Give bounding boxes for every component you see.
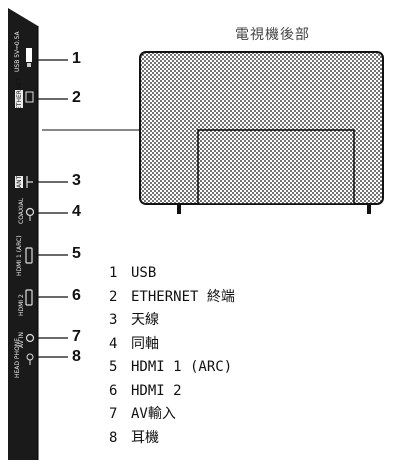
leader-lines bbox=[36, 59, 68, 358]
port-label-coaxial: COAXIAL bbox=[18, 197, 25, 224]
port-label-headphone: HEAD PHONE bbox=[14, 337, 21, 378]
coaxial-port bbox=[25, 207, 35, 221]
callout-7: 7 bbox=[72, 328, 81, 345]
ant-port bbox=[15, 176, 33, 188]
side-panel-strip bbox=[8, 8, 38, 460]
avin-port bbox=[25, 333, 35, 343]
callout-1: 1 bbox=[72, 50, 81, 67]
hdmi1-port bbox=[25, 247, 33, 264]
callout-5: 5 bbox=[72, 245, 81, 262]
port-label-ant: ANT bbox=[16, 175, 23, 188]
callout-4: 4 bbox=[72, 203, 81, 220]
tv-right-foot bbox=[367, 204, 371, 214]
ethernet-port bbox=[15, 90, 34, 108]
port-label-usb: USB 5V⎓0.5A bbox=[14, 31, 21, 72]
port-label-hdmi2: HDMI 2 bbox=[18, 294, 25, 316]
hdmi2-port bbox=[25, 289, 33, 306]
callout-8: 8 bbox=[72, 348, 81, 365]
usb-port bbox=[26, 48, 32, 67]
tv-back-title: 電視機後部 bbox=[235, 27, 310, 43]
callout-6: 6 bbox=[72, 287, 81, 304]
callout-3: 3 bbox=[72, 172, 81, 189]
port-label-ethernet: ETHERNET bbox=[16, 78, 23, 110]
tv-port-area bbox=[197, 129, 355, 205]
headphone-port bbox=[26, 353, 34, 365]
tv-left-foot bbox=[177, 204, 181, 214]
port-label-hdmi1: HDMI 1 (ARC) bbox=[16, 235, 23, 276]
callout-2: 2 bbox=[72, 89, 81, 106]
